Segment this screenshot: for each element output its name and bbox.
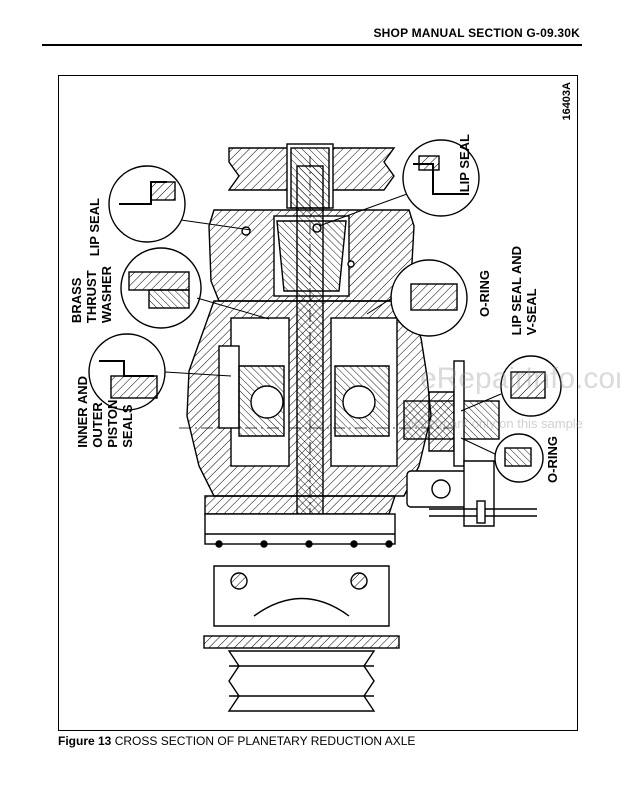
right-output-shaft [403, 360, 500, 467]
label-brass-thrust-washer: BRASS THRUST WASHER [69, 266, 114, 324]
watermark-sub: Watermark only on this sample [405, 416, 583, 431]
figure-frame: 16403A LIP SEAL LIP SEAL BRASS THRUST WA… [58, 75, 578, 731]
label-lip-seal-left: LIP SEAL [87, 198, 102, 257]
lower-pulley [203, 635, 400, 712]
axle-cross-section-drawing [88, 139, 562, 712]
detail-callouts [88, 139, 562, 483]
figure-number: Figure 13 [58, 734, 112, 748]
label-inner-outer-piston-seals: INNER AND OUTER PISTON SEALS [75, 376, 135, 448]
figure-id: 16403A [561, 82, 573, 121]
right-motor [406, 460, 537, 527]
page-header: SHOP MANUAL SECTION G-09.30K [373, 26, 580, 40]
header-rule [42, 44, 582, 46]
main-housing [179, 300, 459, 497]
figure-caption-text: CROSS SECTION OF PLANETARY REDUCTION AXL… [111, 734, 416, 748]
figure-caption: Figure 13 CROSS SECTION OF PLANETARY RED… [58, 734, 415, 748]
mounting-bracket [213, 565, 390, 627]
label-o-ring-upper: O-RING [477, 270, 492, 317]
lower-flange [204, 495, 396, 548]
label-o-ring-lower: O-RING [545, 436, 560, 483]
watermark-main: eRepairInfo.com [420, 362, 620, 395]
label-lip-seal-v-seal: LIP SEAL AND V-SEAL [509, 246, 539, 336]
label-lip-seal-right: LIP SEAL [457, 134, 472, 193]
